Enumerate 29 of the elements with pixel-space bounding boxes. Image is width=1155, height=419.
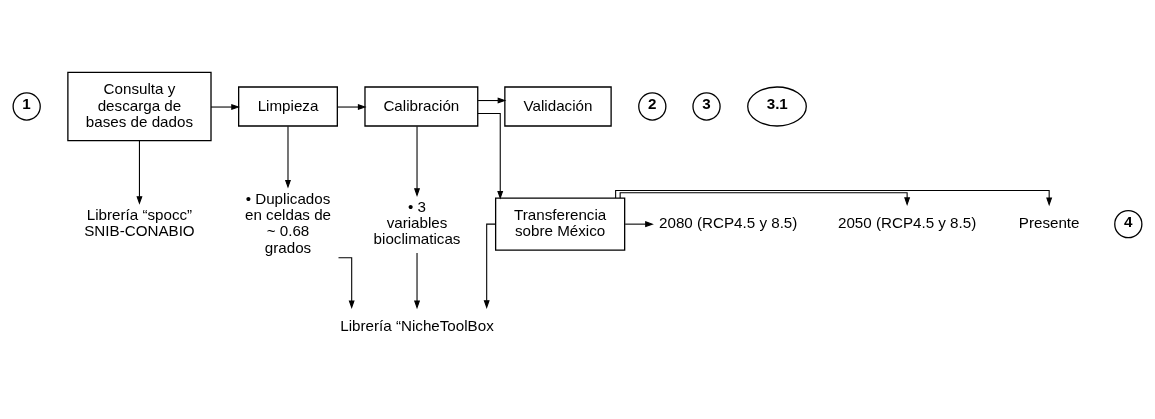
node-circle: 2 [638, 92, 667, 121]
node-text: 2080 (RCP4.5 y 8.5) [659, 214, 798, 232]
arrow [619, 192, 911, 207]
node-text: Librería “spocc” SNIB-CONABIO [84, 206, 195, 240]
arrow [284, 125, 292, 189]
arrow [414, 125, 421, 197]
node-text: Librería “NicheToolBox [340, 317, 494, 335]
arrow [210, 104, 240, 111]
node-text: • 3 variables bioclimaticas [373, 197, 461, 248]
node-box: Limpieza [238, 86, 338, 127]
arrow [414, 252, 421, 310]
node-text: Presente [1018, 214, 1080, 232]
arrow [477, 97, 507, 104]
node-box: Consulta y descarga de bases de dados [67, 71, 212, 142]
arrow [615, 190, 1053, 207]
arrow [337, 104, 367, 111]
node-circle: 3 [692, 92, 721, 121]
node-box: Validación [504, 86, 612, 127]
arrow [136, 140, 143, 205]
node-ellipse: 3.1 [747, 86, 807, 127]
arrow [477, 113, 504, 200]
arrow [624, 221, 654, 228]
node-text: • Duplicados en celdas de ~ 0.68 grados [244, 189, 332, 256]
arrow [483, 223, 496, 309]
node-circle: 1 [12, 92, 41, 121]
node-box: Transferencia sobre México [495, 197, 626, 251]
node-box: Calibración [364, 86, 479, 127]
node-text: 2050 (RCP4.5 y 8.5) [837, 214, 977, 232]
node-circle: 4 [1114, 209, 1143, 239]
